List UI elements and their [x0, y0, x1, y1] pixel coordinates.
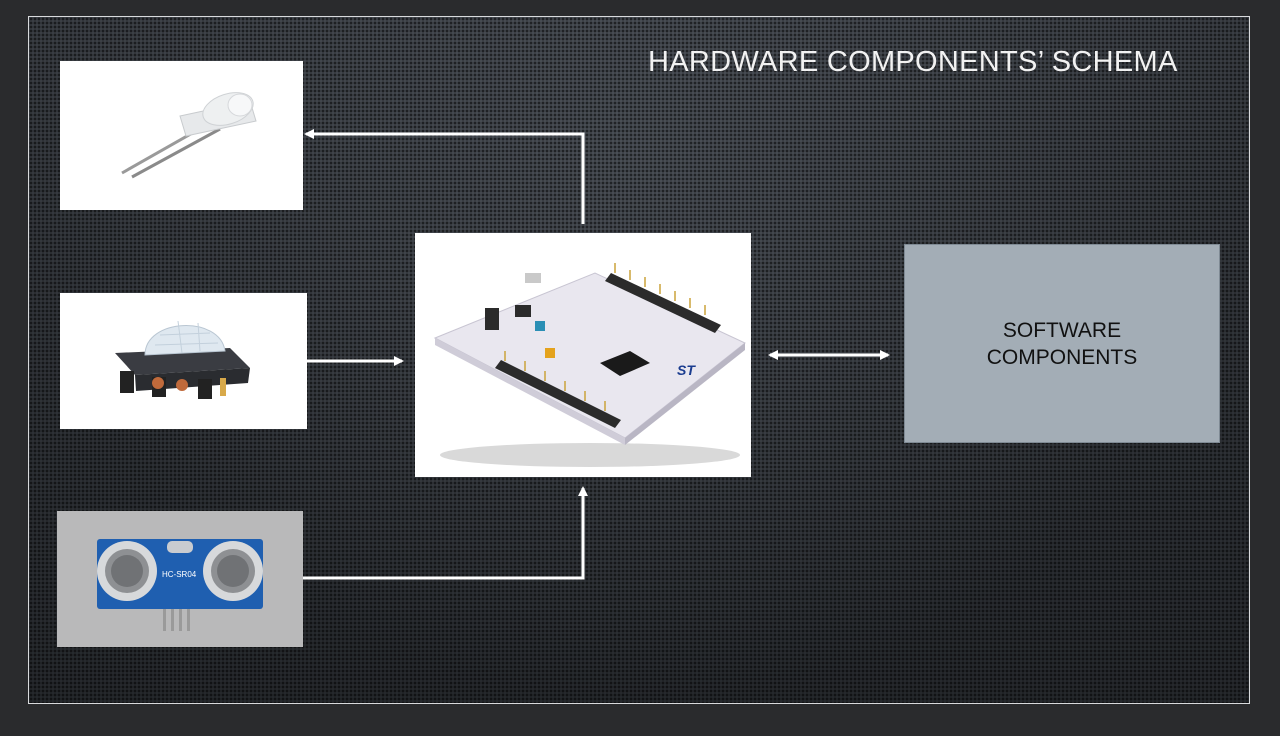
- pir-motion-sensor-icon: [115, 320, 250, 399]
- pir-sensor-image: [60, 293, 307, 429]
- ultrasonic-sensor-icon: HC-SR04: [97, 539, 263, 631]
- arrow-board-to-led: [304, 129, 585, 224]
- microcontroller-board-icon: ST: [433, 263, 746, 467]
- led-image: [60, 61, 303, 210]
- svg-text:ST: ST: [677, 362, 696, 378]
- led-icon: [121, 92, 257, 179]
- sensor-marking: HC-SR04: [162, 570, 197, 579]
- software-components-box: SOFTWARE COMPONENTS: [904, 244, 1220, 443]
- microcontroller-board-image: ST: [415, 233, 751, 477]
- arrow-ultrasonic-to-board: [303, 486, 588, 580]
- software-components-label: SOFTWARE COMPONENTS: [986, 318, 1138, 369]
- ultrasonic-sensor-image: HC-SR04: [57, 511, 303, 647]
- page-title: HARDWARE COMPONENTS’ SCHEMA: [648, 46, 1178, 78]
